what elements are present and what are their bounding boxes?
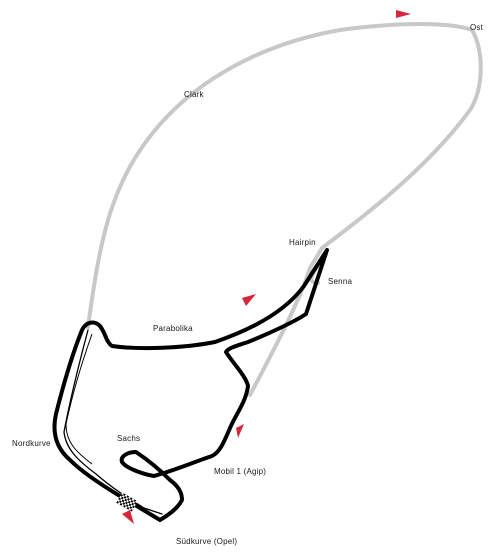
label-suedkurve: Südkurve (Opel) [176,537,237,546]
label-clark: Clark [184,90,204,99]
pit-lane [63,329,163,515]
old-forest-section [86,22,483,397]
label-hairpin: Hairpin [289,238,316,247]
label-parabolika: Parabolika [153,324,193,333]
label-ost: Ost [470,23,484,32]
direction-arrow-icon [122,510,134,524]
label-nordkurve: Nordkurve [12,439,51,448]
direction-arrow-icon [242,294,256,306]
direction-arrow-icon [396,10,411,18]
current-circuit [52,248,329,522]
nordkurve-inner-edge [65,333,93,465]
start-finish-flag [116,492,138,512]
label-senna: Senna [328,277,352,286]
label-mobil1: Mobil 1 (Agip) [214,467,266,476]
direction-arrow-icon [236,424,244,438]
label-sachs: Sachs [117,434,140,443]
